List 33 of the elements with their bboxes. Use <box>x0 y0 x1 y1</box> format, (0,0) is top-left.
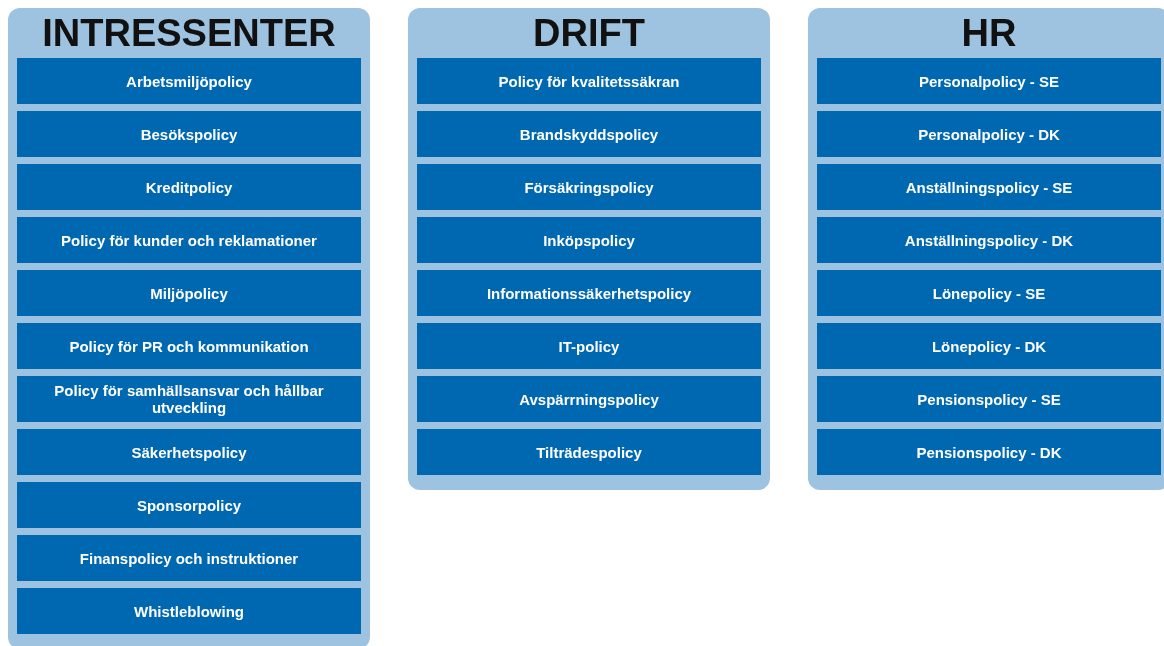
policy-box: Sponsorpolicy <box>17 482 361 528</box>
policy-box: Pensionspolicy - DK <box>817 429 1161 475</box>
policy-box: Besökspolicy <box>17 111 361 157</box>
column-heading: DRIFT <box>533 11 645 56</box>
policy-box: Tilträdespolicy <box>417 429 761 475</box>
policy-box: Inköpspolicy <box>417 217 761 263</box>
policy-box: Försäkringspolicy <box>417 164 761 210</box>
policy-box: Personalpolicy - DK <box>817 111 1161 157</box>
policy-box: Policy för PR och kommunikation <box>17 323 361 369</box>
column-heading: INTRESSENTER <box>42 11 336 56</box>
policy-box: Policy för kvalitetssäkran <box>417 58 761 104</box>
policy-box: IT-policy <box>417 323 761 369</box>
column-panel <box>408 8 770 490</box>
policy-box: Pensionspolicy - SE <box>817 376 1161 422</box>
policy-box: Whistleblowing <box>17 588 361 634</box>
policy-box: Personalpolicy - SE <box>817 58 1161 104</box>
policy-box: Finanspolicy och instruktioner <box>17 535 361 581</box>
policy-box: Säkerhetspolicy <box>17 429 361 475</box>
policy-box: Lönepolicy - SE <box>817 270 1161 316</box>
column-panel <box>8 8 370 646</box>
policy-box: Policy för kunder och reklamationer <box>17 217 361 263</box>
policy-box: Brandskyddspolicy <box>417 111 761 157</box>
policy-box: Kreditpolicy <box>17 164 361 210</box>
policy-box: Anställningspolicy - DK <box>817 217 1161 263</box>
policy-box: Informationssäkerhetspolicy <box>417 270 761 316</box>
column-panel <box>808 8 1164 490</box>
policy-box: Lönepolicy - DK <box>817 323 1161 369</box>
policy-box: Policy för samhällsansvar och hållbar utveckling <box>17 376 361 422</box>
policy-box: Miljöpolicy <box>17 270 361 316</box>
policy-box: Anställningspolicy - SE <box>817 164 1161 210</box>
policy-box: Avspärrningspolicy <box>417 376 761 422</box>
column-heading: HR <box>961 11 1017 56</box>
policy-box: Arbetsmiljöpolicy <box>17 58 361 104</box>
